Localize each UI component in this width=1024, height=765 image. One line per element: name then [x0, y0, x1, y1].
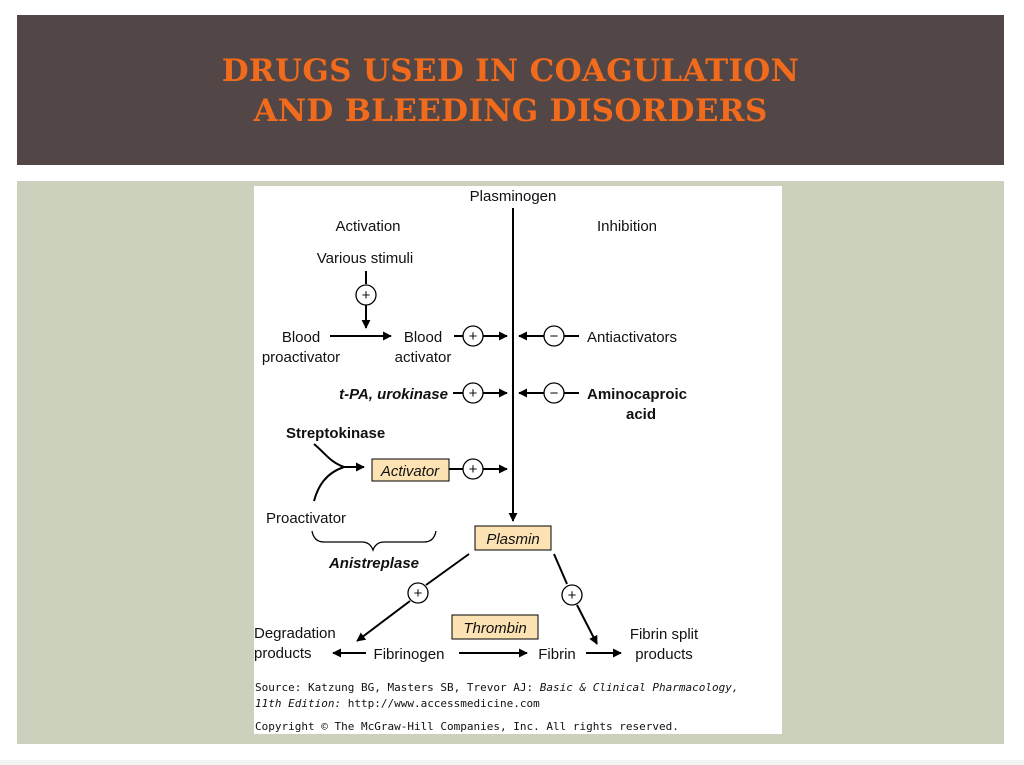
- fibrinolysis-diagram: Plasminogen Activation Inhibition Variou…: [254, 186, 782, 734]
- plasmin-box: [474, 525, 552, 551]
- title-line-1: DRUGS USED IN COAGULATION: [221, 53, 800, 89]
- left-plus-sign: +: [414, 585, 423, 602]
- antiactivators-label: Antiactivators: [587, 329, 677, 346]
- right-plus-circle: [561, 584, 583, 606]
- blood-activator-label-1: Blood: [404, 329, 442, 346]
- source-line-2: 11th Edition: http://www.accessmedicine.…: [255, 697, 540, 710]
- slide-header: DRUGS USED IN COAGULATION AND BLEEDING D…: [17, 15, 1004, 165]
- anistreplase-brace: [311, 530, 437, 552]
- fibrin-label: Fibrin: [538, 646, 576, 663]
- proactivator-label: Proactivator: [266, 510, 346, 527]
- blood-proactivator-label-2: proactivator: [262, 349, 340, 366]
- source-line-1: Source: Katzung BG, Masters SB, Trevor A…: [255, 681, 738, 694]
- streptokinase-curve: [313, 443, 365, 472]
- aminocaproic-label-1: Aminocaproic: [587, 386, 687, 403]
- proactivator-curve: [313, 466, 345, 502]
- blood-proactivator-label-1: Blood: [282, 329, 320, 346]
- diagram-svg: Plasminogen Activation Inhibition Variou…: [254, 188, 738, 733]
- stimuli-plus-sign: +: [362, 287, 371, 304]
- plasminogen-label: Plasminogen: [470, 188, 557, 205]
- antiactivators-minus-sign: −: [550, 328, 559, 345]
- blood-activator-label-2: activator: [395, 349, 452, 366]
- copyright-line: Copyright © The McGraw-Hill Companies, I…: [255, 720, 679, 733]
- inhibition-heading: Inhibition: [597, 218, 657, 235]
- aminocaproic-label-2: acid: [626, 406, 656, 423]
- fibrin-split-products-label-1: Fibrin split: [630, 626, 699, 643]
- plasmin-right-line: [553, 553, 568, 585]
- aminocaproic-minus-sign: −: [550, 385, 559, 402]
- thrombin-box: [451, 614, 539, 640]
- thrombin-box-label: Thrombin: [463, 620, 526, 637]
- fibrin-split-products-label-2: products: [635, 646, 693, 663]
- tpa-plus-sign: +: [469, 385, 478, 402]
- right-arrow-to-fibrin-split: [576, 604, 598, 645]
- activator-box-plus-sign: +: [469, 461, 478, 478]
- plasmin-left-line: [425, 553, 470, 586]
- right-plus-sign: +: [568, 587, 577, 604]
- tpa-urokinase-label: t-PA, urokinase: [339, 386, 448, 403]
- left-arrow-to-degradation: [356, 600, 411, 642]
- fibrinogen-label: Fibrinogen: [374, 646, 445, 663]
- streptokinase-label: Streptokinase: [286, 425, 385, 442]
- title-line-2: AND BLEEDING DISORDERS: [253, 93, 768, 129]
- activator-plus-sign: +: [469, 328, 478, 345]
- degradation-products-label-2: products: [254, 645, 312, 662]
- various-stimuli-label: Various stimuli: [317, 250, 413, 267]
- slide-title: DRUGS USED IN COAGULATION AND BLEEDING D…: [17, 51, 1004, 131]
- left-plus-circle: [407, 582, 429, 604]
- slide-bottom-strip: [0, 760, 1024, 765]
- plasmin-box-label: Plasmin: [486, 531, 539, 548]
- anistreplase-label: Anistreplase: [328, 555, 419, 572]
- degradation-products-label-1: Degradation: [254, 625, 336, 642]
- activation-heading: Activation: [335, 218, 400, 235]
- activator-box-label: Activator: [380, 463, 440, 480]
